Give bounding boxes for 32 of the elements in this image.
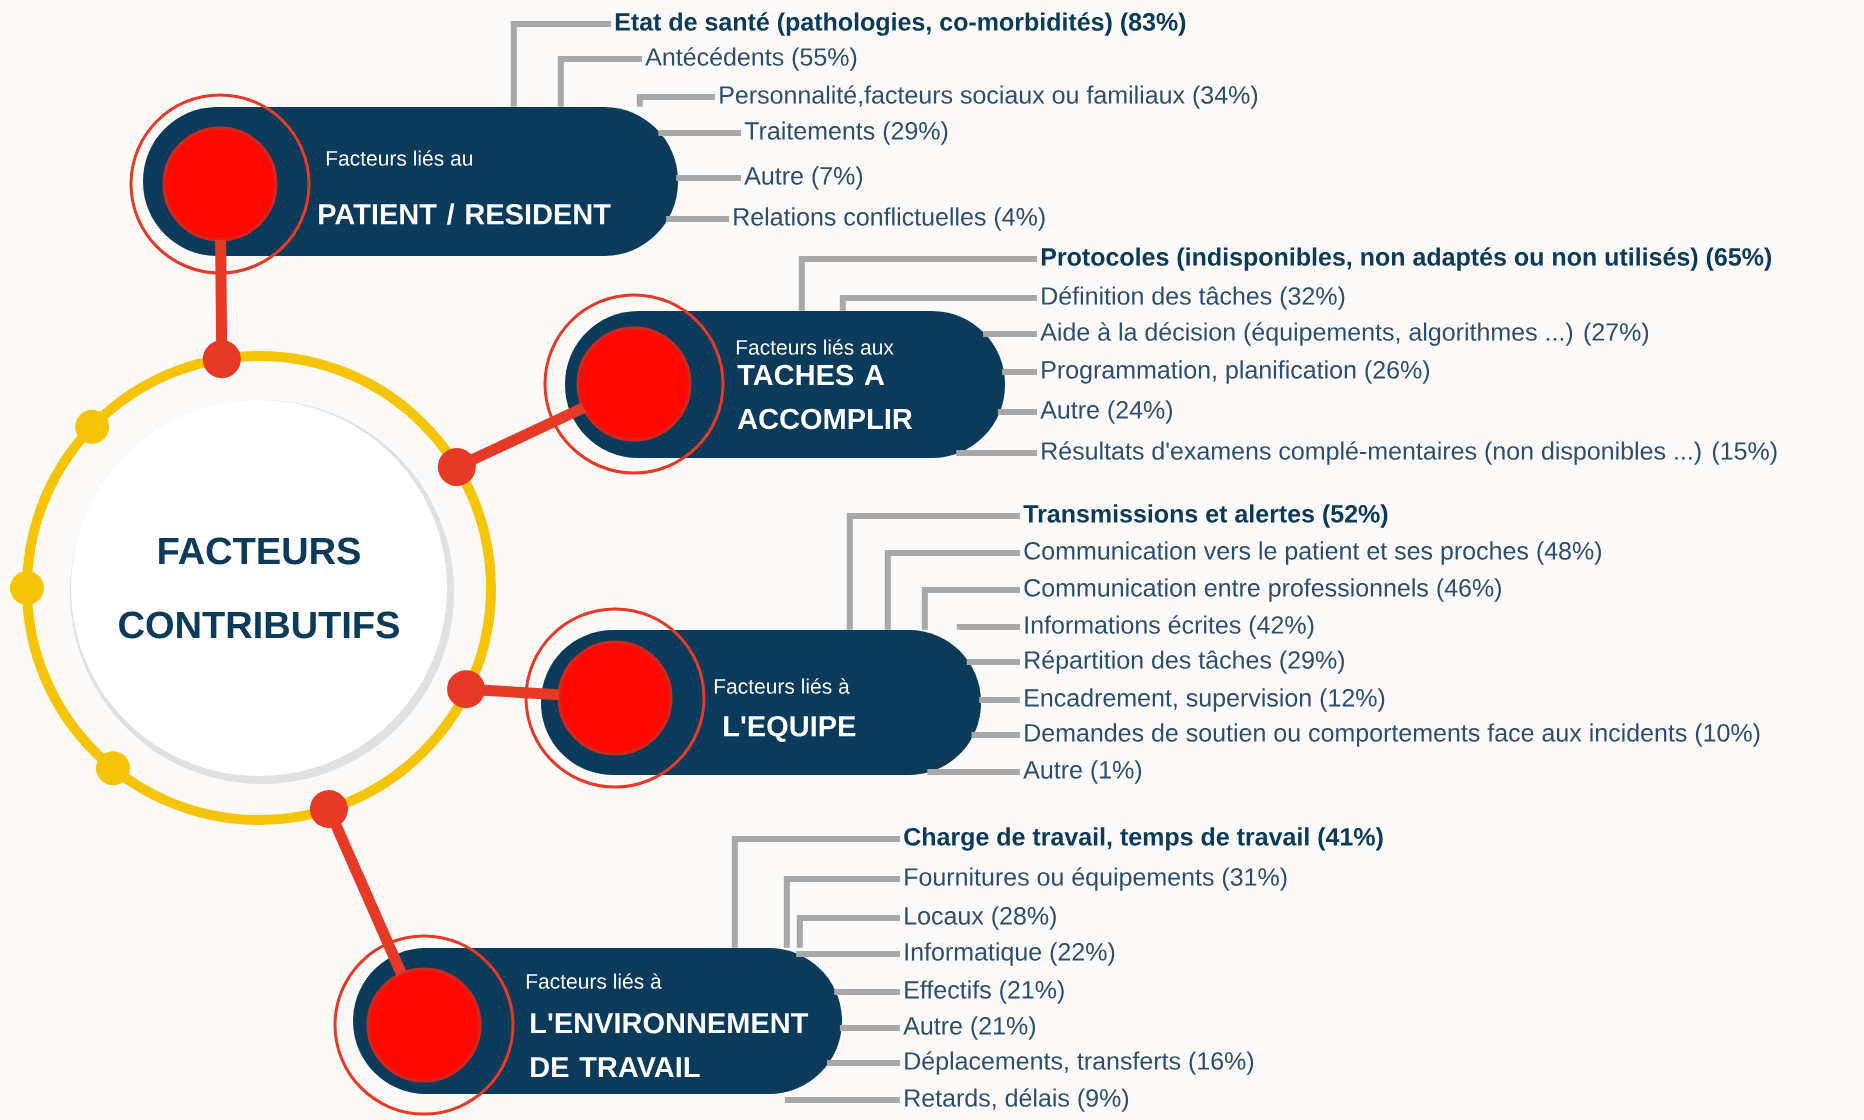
item-label: Déplacements, transferts (16%) [905,1051,1254,1075]
item-label: Communication vers le patient et ses proches (48%) [1024,541,1601,565]
connector-line [309,790,407,976]
item-label: Aide à la décision (équipements, algorithmes ...) (27%) [1040,322,1649,346]
item-label: Antécédents (55%) [645,47,857,71]
connector-line [437,402,586,487]
item-label: Informations écrites (42%) [1025,615,1314,639]
item-label: Programmation, planification (26%) [1042,360,1430,384]
item-label: Traitements (29%) [744,121,948,145]
item-label: Définition des tâches (32%) [1042,286,1345,310]
item-label: Communication entre professionnels (46%) [1024,578,1501,602]
item-label: Demandes de soutien ou comportements face aux incidents (10%) [1025,723,1760,747]
item-label: Etat de santé (pathologies, co-morbidités) (83%) [615,12,1186,36]
item-label: Fournitures ou équipements (31%) [905,867,1287,891]
item-label: Autre (21%) [903,1016,1035,1040]
item-label: Personnalité,facteurs sociaux ou familiaux (34%) [720,85,1258,109]
item-label: Relations conflictuelles (4%) [734,207,1045,231]
item-label: Autre (7%) [744,166,863,190]
item-label: Encadrement, supervision (12%) [1025,688,1385,712]
item-label: Locaux (28%) [905,906,1056,930]
item-label: Répartition des tâches (29%) [1025,650,1344,674]
item-label: Transmissions et alertes (52%) [1023,504,1388,528]
item-label: Autre (1%) [1023,760,1142,784]
item-label: Retards, délais (9%) [905,1088,1129,1112]
connector-line [447,670,560,709]
connector-line [202,239,241,379]
item-label: Résultats d'examens complé-mentaires (non disponibles ...) (15%) [1042,441,1777,465]
item-label: Effectifs (21%) [905,980,1064,1004]
item-label: Protocoles (indisponibles, non adaptés ou non utilisés) (65%) [1041,247,1771,271]
item-label: Charge de travail, temps de travail (41%) [904,827,1383,851]
item-label: Autre (24%) [1040,400,1172,424]
item-label: Informatique (22%) [905,942,1115,966]
